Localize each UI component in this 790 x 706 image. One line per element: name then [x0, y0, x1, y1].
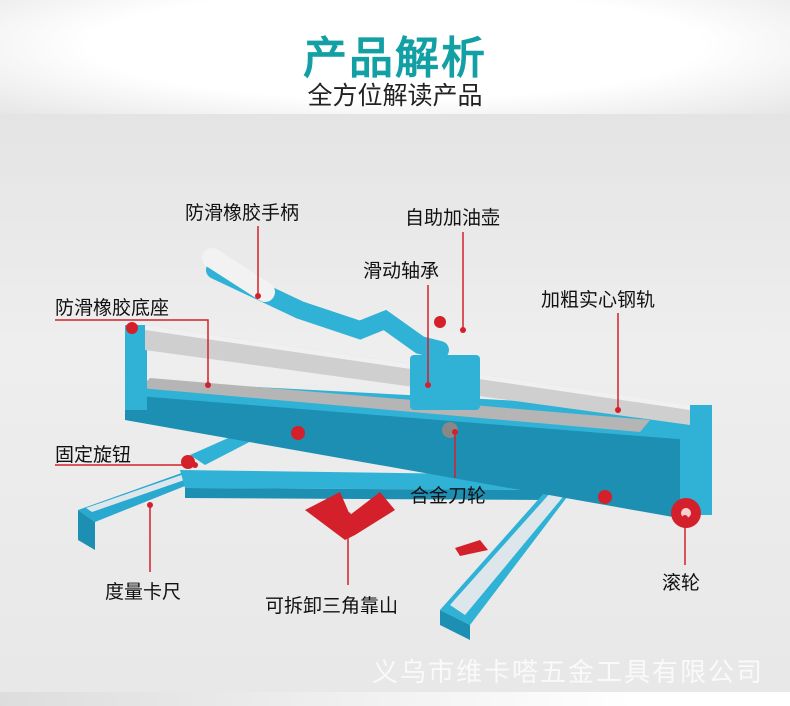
handle-grip — [202, 248, 275, 302]
label-roller: 滚轮 — [662, 572, 701, 594]
label-handle: 防滑橡胶手柄 — [185, 202, 300, 224]
header-band: 产品解析 全方位解读产品 — [0, 0, 790, 114]
carriage — [410, 355, 480, 410]
label-knob: 固定旋钮 — [55, 444, 132, 466]
page-title: 产品解析 — [303, 33, 487, 84]
bottom-band — [0, 692, 790, 706]
page-subtitle: 全方位解读产品 — [307, 81, 483, 110]
watermark: 义乌市维卡嗒五金工具有限公司 — [372, 658, 765, 688]
lever-arm — [206, 261, 449, 359]
base-rubber — [140, 378, 650, 432]
label-base: 防滑橡胶底座 — [55, 297, 170, 319]
label-bearing: 滑动轴承 — [363, 260, 440, 282]
label-oil-pot: 自助加油壶 — [405, 207, 501, 229]
label-ruler: 度量卡尺 — [105, 581, 182, 603]
oil-pot — [434, 316, 446, 328]
left-post — [125, 325, 147, 410]
knob — [291, 426, 305, 440]
label-rail: 加粗实心钢轨 — [541, 289, 656, 311]
leader-lines — [55, 226, 686, 585]
label-cutter-wheel: 合金刀轮 — [410, 485, 487, 507]
label-triangle-stop: 可拆卸三角靠山 — [265, 595, 399, 617]
